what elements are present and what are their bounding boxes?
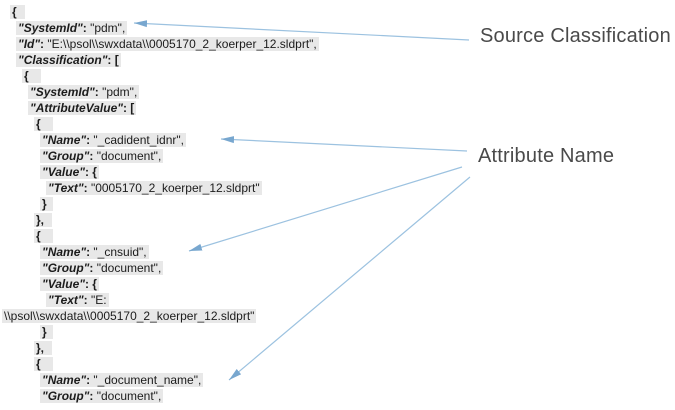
annotation-label-source-classification: Source Classification <box>480 25 671 47</box>
code-line: }, <box>0 212 675 228</box>
code-line: } <box>0 196 675 212</box>
code-line: { <box>0 68 675 84</box>
code-line: { <box>0 4 675 20</box>
code-line: "SystemId": "pdm", <box>16 21 128 35</box>
code-line: "Value": { <box>40 165 99 179</box>
code-line: "Name": "_cadident_idnr", <box>40 133 186 147</box>
code-line: \\psol\\swxdata\\0005170_2_koerper_12.sl… <box>2 309 257 323</box>
code-line: "Value": { <box>40 277 99 291</box>
code-line: "Classification": [ <box>16 53 121 67</box>
code-line: "Name": "_cnsuid", <box>40 245 149 259</box>
code-line: "AttributeValue": [ <box>28 101 137 115</box>
annotation-label-attribute-name: Attribute Name <box>478 145 615 167</box>
code-line: { <box>0 228 675 244</box>
code-line: { <box>0 116 675 132</box>
code-line: "SystemId": "pdm", <box>28 85 140 99</box>
code-line: "Group": "document", <box>40 149 164 163</box>
code-line: }, <box>0 340 675 356</box>
json-code-block: {"SystemId": "pdm","Id": "E:\\psol\\swxd… <box>0 4 675 404</box>
code-line: { <box>0 356 675 372</box>
code-line: "Name": "_document_name", <box>40 373 204 387</box>
code-line: "Group": "document", <box>40 261 164 275</box>
code-line: "Text": "0005170_2_koerper_12.sldprt" <box>46 181 262 195</box>
code-line: "Group": "document", <box>40 389 164 403</box>
code-line: } <box>0 324 675 340</box>
code-line: "Text": "E: <box>46 293 109 307</box>
